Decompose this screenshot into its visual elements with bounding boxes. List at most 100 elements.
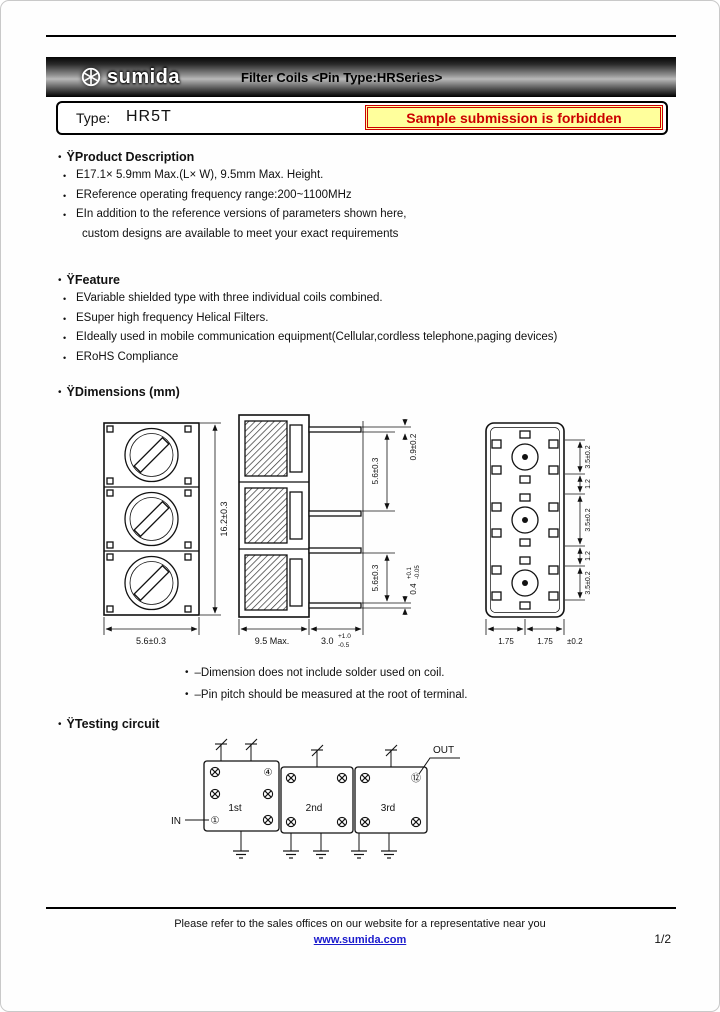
page-number: 1/2 (654, 932, 671, 946)
dim-label: +0.1 (407, 566, 413, 579)
note-text: –Dimension does not include solder used … (194, 667, 445, 679)
bullet-icon: • (63, 294, 67, 304)
dim-label: 1.2 (585, 479, 592, 489)
list-item: • E17.1× 5.9mm Max.(L× W), 9.5mm Max. Hei… (63, 169, 407, 189)
bullet-icon: • (63, 210, 67, 220)
dim-label: -0.05 (415, 565, 421, 579)
note-text: –Pin pitch should be measured at the roo… (194, 689, 468, 701)
pin-number: ⑫ (411, 773, 421, 785)
heading-prefix: Ÿ (66, 273, 75, 287)
terminal-icon (209, 788, 221, 800)
terminal-icon (359, 816, 371, 828)
bullet-icon: • (63, 333, 67, 343)
list-item: • EIdeally used in mobile communication e… (63, 331, 557, 351)
list-item: •EVariable shielded type with three indi… (63, 292, 557, 312)
dim-label: +1.0 (338, 633, 351, 640)
front-view (238, 414, 362, 618)
top-rule (46, 35, 676, 37)
heading-text: Product Description (74, 150, 195, 164)
list-item: • EReference operating frequency range:20… (63, 189, 407, 209)
testing-circuit-drawing: ① ④ ⑫ 1st 2nd 3rd IN OUT (171, 738, 460, 859)
dim-label-group: 0.4 +0.1 -0.05 (407, 565, 421, 595)
stage-label: 3rd (381, 803, 395, 814)
bullet-icon: • (63, 352, 67, 363)
dim-label: 5.6±0.3 (371, 564, 380, 591)
list-item-text: custom designs are available to meet you… (82, 227, 399, 240)
dim-label: 3.0 (321, 636, 334, 646)
terminal-icon (359, 772, 371, 784)
list-item-text: EIdeally used in mobile communication eq… (76, 331, 558, 343)
front-view-dimension-lines (238, 419, 411, 635)
feature-heading: • ŸFeature (58, 273, 120, 287)
bullet-icon: • (63, 171, 67, 181)
type-box: Type: HR5T Sample submission is forbidde… (56, 101, 668, 135)
heading-text: Testing circuit (74, 717, 160, 731)
ground-icon (282, 850, 300, 859)
pin-number: ① (211, 816, 220, 827)
bullet-icon: • (58, 387, 62, 398)
terminal-icon (262, 814, 274, 826)
dim-label: 0.4 (409, 583, 418, 595)
testing-circuit-heading: • ŸTesting circuit (58, 717, 159, 731)
bullet-icon: • (63, 190, 67, 201)
bullet-icon: • (63, 313, 67, 324)
dim-label: 3.5±0.2 (585, 508, 592, 531)
dim-label: 3.5±0.2 (585, 445, 592, 468)
type-label: Type: (76, 110, 111, 126)
ground-icon (232, 850, 250, 859)
stage-label: 2nd (306, 803, 323, 814)
bottom-view-dimension-lines (485, 439, 585, 635)
dim-label: 1.75 (537, 637, 553, 646)
list-item-text: ERoHS Compliance (76, 350, 179, 363)
ground-icon (312, 850, 330, 859)
circuit-wires (185, 744, 460, 851)
sumida-logo-icon (81, 67, 101, 87)
terminal-icon (285, 816, 297, 828)
list-item-text: ESuper high frequency Helical Filters. (76, 311, 269, 324)
warning-banner: Sample submission is forbidden (365, 105, 663, 130)
bullet-icon: • (58, 719, 62, 730)
heading-text: Feature (74, 273, 121, 287)
dim-label: 16.2±0.3 (219, 502, 229, 537)
dimensions-drawing: 16.2±0.3 5.6±0.3 (103, 414, 592, 649)
product-description-list: • E17.1× 5.9mm Max.(L× W), 9.5mm Max. Hei… (63, 169, 407, 247)
dim-label: 9.5 Max. (255, 636, 290, 646)
dim-label: 5.6±0.3 (136, 636, 166, 646)
list-item: • ESuper high frequency Helical Filters. (63, 312, 557, 332)
header-bar: sumida Filter Coils <Pin Type:HRSeries> (46, 57, 676, 97)
bullet-icon: • (58, 152, 62, 163)
logo-text: sumida (107, 65, 181, 88)
dim-label: 1.75 (498, 637, 514, 646)
sumida-website-link[interactable]: www.sumida.com (313, 934, 407, 946)
list-item: • ERoHS Compliance (63, 351, 557, 371)
bullet-icon: • (185, 667, 189, 678)
heading-prefix: Ÿ (66, 150, 75, 164)
list-item-text: E17.1× 5.9mm Max.(L× W), 9.5mm Max. Heig… (76, 169, 324, 181)
dimension-note: •–Pin pitch should be measured at the ro… (185, 689, 467, 701)
footer-note: Please refer to the sales offices on our… (174, 918, 546, 930)
stage-label: 1st (228, 803, 242, 814)
dim-label: 1.2 (585, 551, 592, 561)
sumida-logo: sumida (80, 57, 180, 97)
pin-number: ④ (264, 768, 273, 779)
dim-label: ±0.2 (567, 637, 583, 646)
header-title: Filter Coils <Pin Type:HRSeries> (241, 69, 443, 85)
feature-list: •EVariable shielded type with three indi… (63, 292, 557, 370)
top-view-dimension-lines (103, 422, 221, 635)
product-description-heading: • ŸProduct Description (58, 150, 194, 164)
ground-icon (380, 850, 398, 859)
type-value: HR5T (126, 108, 172, 125)
heading-prefix: Ÿ (66, 717, 75, 731)
terminal-icon (262, 788, 274, 800)
in-label: IN (171, 816, 181, 827)
terminal-icon (209, 766, 221, 778)
list-item-text: EReference operating frequency range:200… (76, 188, 352, 201)
bullet-icon: • (58, 275, 62, 286)
bottom-view (485, 422, 565, 618)
heading-prefix: Ÿ (66, 385, 75, 399)
footer-rule (46, 907, 676, 909)
list-item: • EIn addition to the reference versions … (63, 208, 407, 228)
out-label: OUT (433, 745, 454, 756)
list-item-text: EIn addition to the reference versions o… (76, 208, 407, 220)
